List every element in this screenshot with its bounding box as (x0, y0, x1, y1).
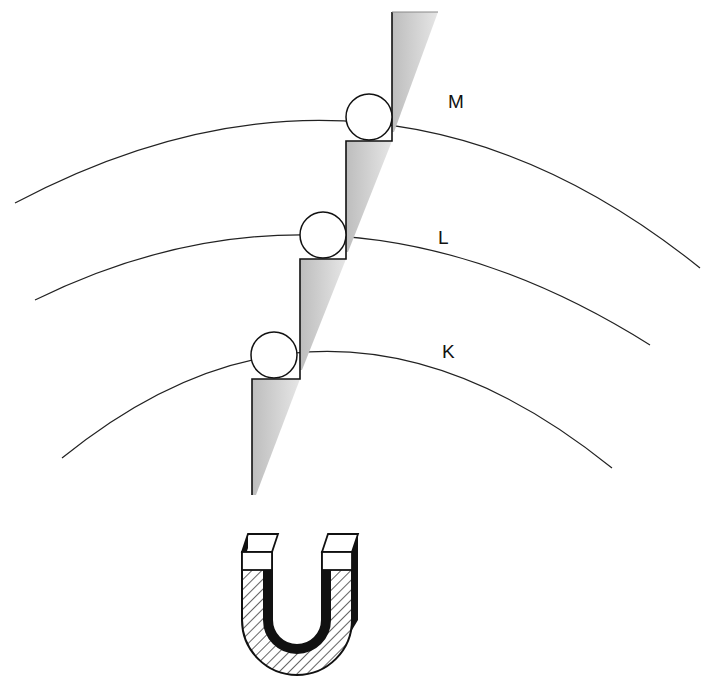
electron-ball (300, 212, 346, 258)
electron-ball (251, 332, 297, 378)
electron-balls (251, 94, 392, 378)
shell-label: K (440, 342, 457, 363)
step-shading (252, 12, 438, 495)
shell-arcs (15, 120, 700, 468)
shell-arc (35, 235, 650, 345)
horseshoe-magnet (242, 534, 358, 675)
shell-arc (15, 120, 700, 268)
shell-label: L (436, 228, 451, 249)
step-edge (392, 12, 438, 13)
shell-arc (62, 351, 612, 468)
electron-ball (346, 94, 392, 140)
shell-label: M (446, 92, 466, 113)
staircase (252, 12, 392, 495)
